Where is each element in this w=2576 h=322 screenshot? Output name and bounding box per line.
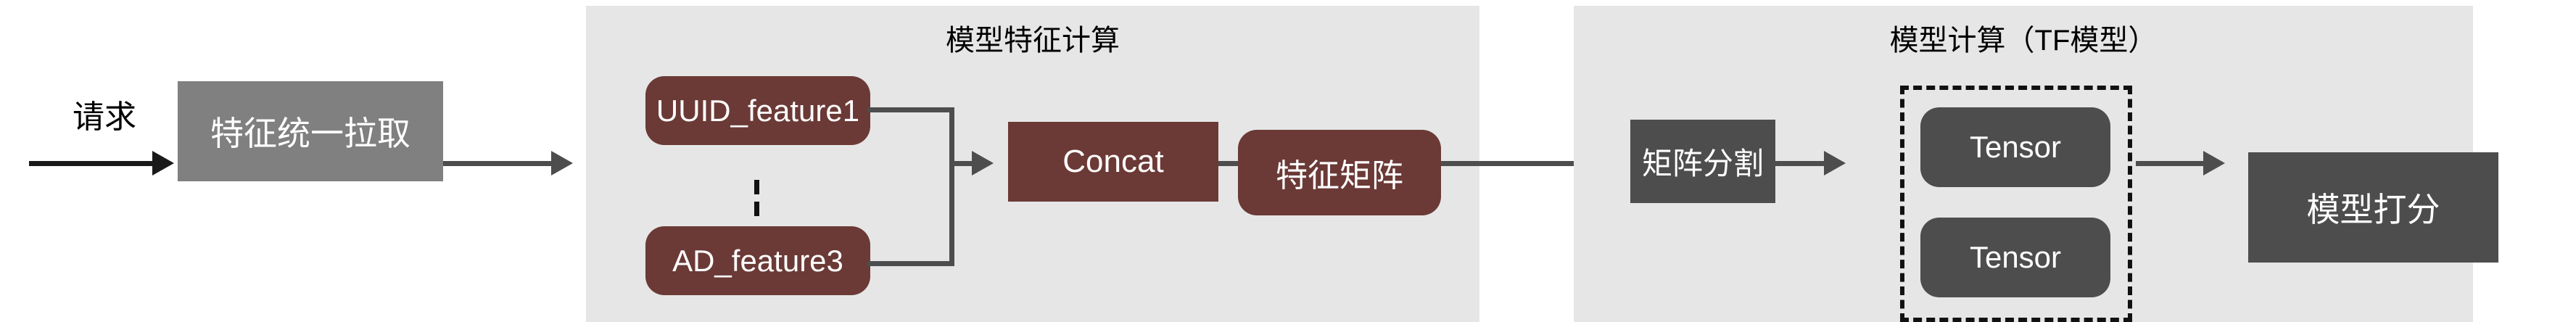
feature-ellipsis-dash-2 [754, 202, 759, 216]
node-model-score[interactable]: 模型打分 [2248, 152, 2498, 263]
arrow-split-to-tensors-line [1775, 161, 1830, 166]
node-tensor-bottom[interactable]: Tensor [1920, 218, 2110, 297]
arrow-ingest-to-panel1-head [551, 151, 573, 176]
node-concat[interactable]: Concat [1008, 122, 1218, 202]
node-tensor-top[interactable]: Tensor [1920, 107, 2110, 187]
arrow-tensors-to-score-line [2136, 161, 2208, 166]
node-matrix-split[interactable]: 矩阵分割 [1630, 120, 1775, 203]
arrow-tensors-to-score-head [2203, 151, 2225, 176]
feature-ellipsis-dash-1 [754, 180, 759, 194]
tensor-group-container [1900, 86, 2132, 322]
arrow-split-to-tensors-head [1824, 151, 1846, 176]
arrow-request-to-ingest-line [29, 161, 163, 166]
arrow-join-to-concat-head [972, 151, 994, 176]
node-uuid-feature1[interactable]: UUID_feature1 [645, 76, 870, 145]
join-line-bottom [867, 261, 954, 266]
node-feature-fetch[interactable]: 特征统一拉取 [178, 81, 443, 181]
arrow-ingest-to-panel1-line [443, 161, 559, 166]
arrow-matrix-to-split-line [1441, 161, 1593, 166]
panel-feature-compute-title: 模型特征计算 [946, 25, 1120, 57]
arrow-request-to-ingest-head [152, 151, 174, 176]
join-line-vertical [949, 107, 954, 266]
join-line-to-concat [949, 161, 978, 166]
join-line-top [867, 107, 954, 112]
node-ad-feature3[interactable]: AD_feature3 [645, 226, 870, 295]
panel-model-compute-title: 模型计算（TF模型） [1889, 25, 2158, 57]
node-feature-matrix[interactable]: 特征矩阵 [1238, 130, 1441, 215]
request-label: 请求 [73, 99, 136, 135]
